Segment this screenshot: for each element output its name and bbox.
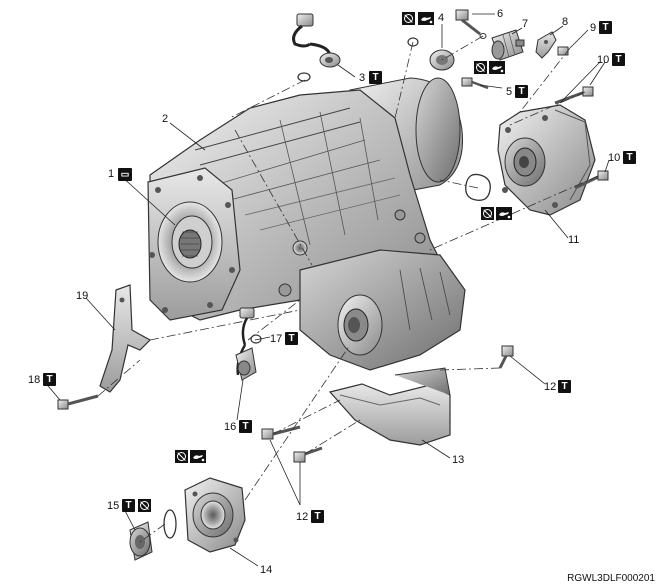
callout-6: 6 (497, 8, 504, 20)
torque-spec-icon: T (285, 332, 298, 345)
do-not-reuse-icon (474, 61, 487, 74)
torque-spec-icon: T (515, 85, 528, 98)
transfer-case-housing (147, 77, 466, 371)
apply-oil-icon (190, 450, 206, 463)
callout-13: 13 (452, 454, 465, 466)
callout-19: 19 (76, 290, 89, 302)
callout-15: 15 (107, 500, 120, 512)
torque-spec-icon: T (43, 373, 56, 386)
callout-8: 8 (562, 16, 569, 28)
callout-7: 7 (522, 18, 529, 30)
callout-1: 1 (108, 168, 115, 180)
do-not-reuse-icon (402, 12, 415, 25)
torque-spec-icon: T (599, 21, 612, 34)
apply-oil-icon (489, 61, 505, 74)
callout-4: 4 (438, 12, 445, 24)
callout-11: 11 (568, 234, 580, 246)
rear-output-housing (465, 86, 609, 216)
reference-code: RGWL3DLF000201 (567, 573, 655, 584)
do-not-reuse-icon (175, 450, 188, 463)
assembly-lines (97, 35, 599, 543)
callout-10-lower: 10 (608, 152, 621, 164)
apply-oil-icon (496, 207, 512, 220)
bolts-12 (261, 345, 514, 463)
torque-spec-icon: T (623, 151, 636, 164)
callout-12-bottom: 12 (296, 511, 309, 523)
torque-spec-icon: T (558, 380, 571, 393)
callout-12-right: 12 (544, 381, 557, 393)
callout-18: 18 (28, 374, 41, 386)
torque-spec-icon: T (369, 71, 382, 84)
sensor-with-harness (292, 13, 341, 82)
do-not-reuse-icon (481, 207, 494, 220)
apply-oil-icon (418, 12, 434, 25)
leader-lines (42, 13, 610, 567)
callout-14: 14 (260, 564, 273, 576)
torque-spec-icon: T (122, 499, 135, 512)
front-output-flange (129, 477, 246, 561)
skid-plate (328, 367, 451, 446)
speed-sensor-harness (235, 307, 262, 381)
callout-17: 17 (270, 333, 283, 345)
torque-spec-icon: T (612, 53, 625, 66)
callout-10-upper: 10 (597, 54, 610, 66)
callout-5: 5 (506, 86, 513, 98)
callout-16: 16 (224, 421, 237, 433)
apply-sealant-icon: ▭ (118, 168, 132, 181)
callout-3: 3 (359, 72, 366, 84)
callout-9: 9 (590, 22, 597, 34)
callout-2: 2 (162, 113, 169, 125)
mounting-bracket (57, 284, 151, 410)
torque-spec-icon: T (239, 420, 252, 433)
torque-spec-icon: T (311, 510, 324, 523)
do-not-reuse-icon (138, 499, 151, 512)
